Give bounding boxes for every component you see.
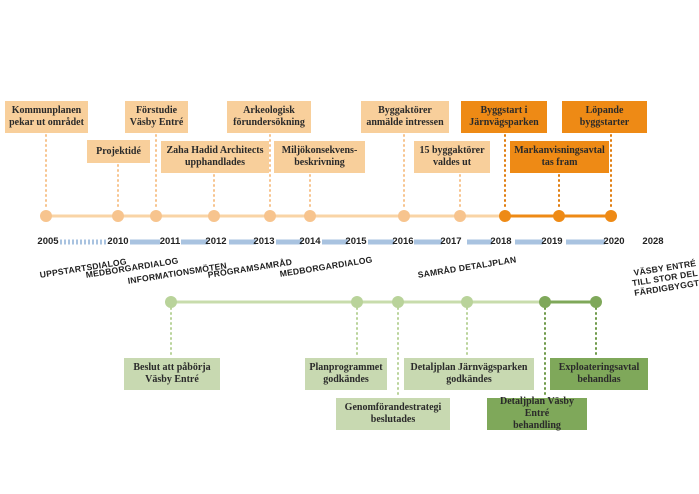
year-label-2011: 2011 (159, 236, 181, 247)
event-box-forstudie: Förstudie Väsby Entré (125, 101, 188, 133)
bottom-milestone-dot-6 (590, 296, 602, 308)
top-milestone-dot-8 (454, 210, 466, 222)
event-box-genomforandestrategi: Genomförandestrategi beslutades (336, 398, 450, 430)
year-label-2019: 2019 (541, 236, 563, 247)
year-label-2013: 2013 (253, 236, 275, 247)
top-milestone-dot-6 (304, 210, 316, 222)
event-box-beslut: Beslut att påbörja Väsby Entré (124, 358, 220, 390)
event-box-byggaktorer-anmalde: Byggaktörer anmälde intressen (361, 101, 449, 133)
event-box-planprogrammet: Planprogrammet godkändes (305, 358, 387, 390)
event-box-projektide: Projektidé (87, 140, 150, 163)
top-milestone-dot-2 (112, 210, 124, 222)
year-label-2020: 2020 (603, 236, 625, 247)
bottom-milestone-dot-2 (351, 296, 363, 308)
year-label-2028: 2028 (642, 236, 664, 247)
event-box-exploateringsavtal: Exploateringsavtal behandlas (550, 358, 648, 390)
year-label-2017: 2017 (440, 236, 462, 247)
top-milestone-dot-3 (150, 210, 162, 222)
bottom-milestone-dot-1 (165, 296, 177, 308)
event-box-miljokonsekvens: Miljökonsekvens- beskrivning (274, 141, 365, 173)
bottom-milestone-dot-4 (461, 296, 473, 308)
bottom-milestone-dot-3 (392, 296, 404, 308)
top-milestone-dot-7 (398, 210, 410, 222)
year-label-2015: 2015 (345, 236, 367, 247)
top-milestone-dot-11 (605, 210, 617, 222)
event-box-detaljplan-vasby-entre: Detaljplan Väsby Entré behandling (487, 396, 587, 431)
top-milestone-dot-5 (264, 210, 276, 222)
year-label-2010: 2010 (107, 236, 129, 247)
event-box-lopande-byggstarter: Löpande byggstarter (562, 101, 647, 133)
event-box-zaha-hadid: Zaha Hadid Architects upphandlades (161, 141, 269, 173)
event-box-detaljplan-jarnvagsparken: Detaljplan Järnvägsparken godkändes (404, 358, 534, 390)
top-milestone-dot-10 (553, 210, 565, 222)
event-box-markanvisning: Markanvisningsavtal tas fram (510, 141, 609, 173)
year-label-2016: 2016 (392, 236, 414, 247)
year-label-2014: 2014 (299, 236, 321, 247)
top-milestone-dot-9 (499, 210, 511, 222)
year-label-2018: 2018 (490, 236, 512, 247)
event-box-byggstart: Byggstart i Järnvägsparken (461, 101, 547, 133)
top-milestone-dot-1 (40, 210, 52, 222)
event-box-kommunplanen: Kommunplanen pekar ut området (5, 101, 88, 133)
bottom-milestone-dot-5 (539, 296, 551, 308)
event-box-arkeologisk: Arkeologisk förundersökning (227, 101, 311, 133)
milestone-dot-layer (40, 210, 617, 308)
top-milestone-dot-4 (208, 210, 220, 222)
event-box-byggaktorer-valdes: 15 byggaktörer valdes ut (414, 141, 490, 173)
year-label-2005: 2005 (37, 236, 59, 247)
year-label-2012: 2012 (205, 236, 227, 247)
